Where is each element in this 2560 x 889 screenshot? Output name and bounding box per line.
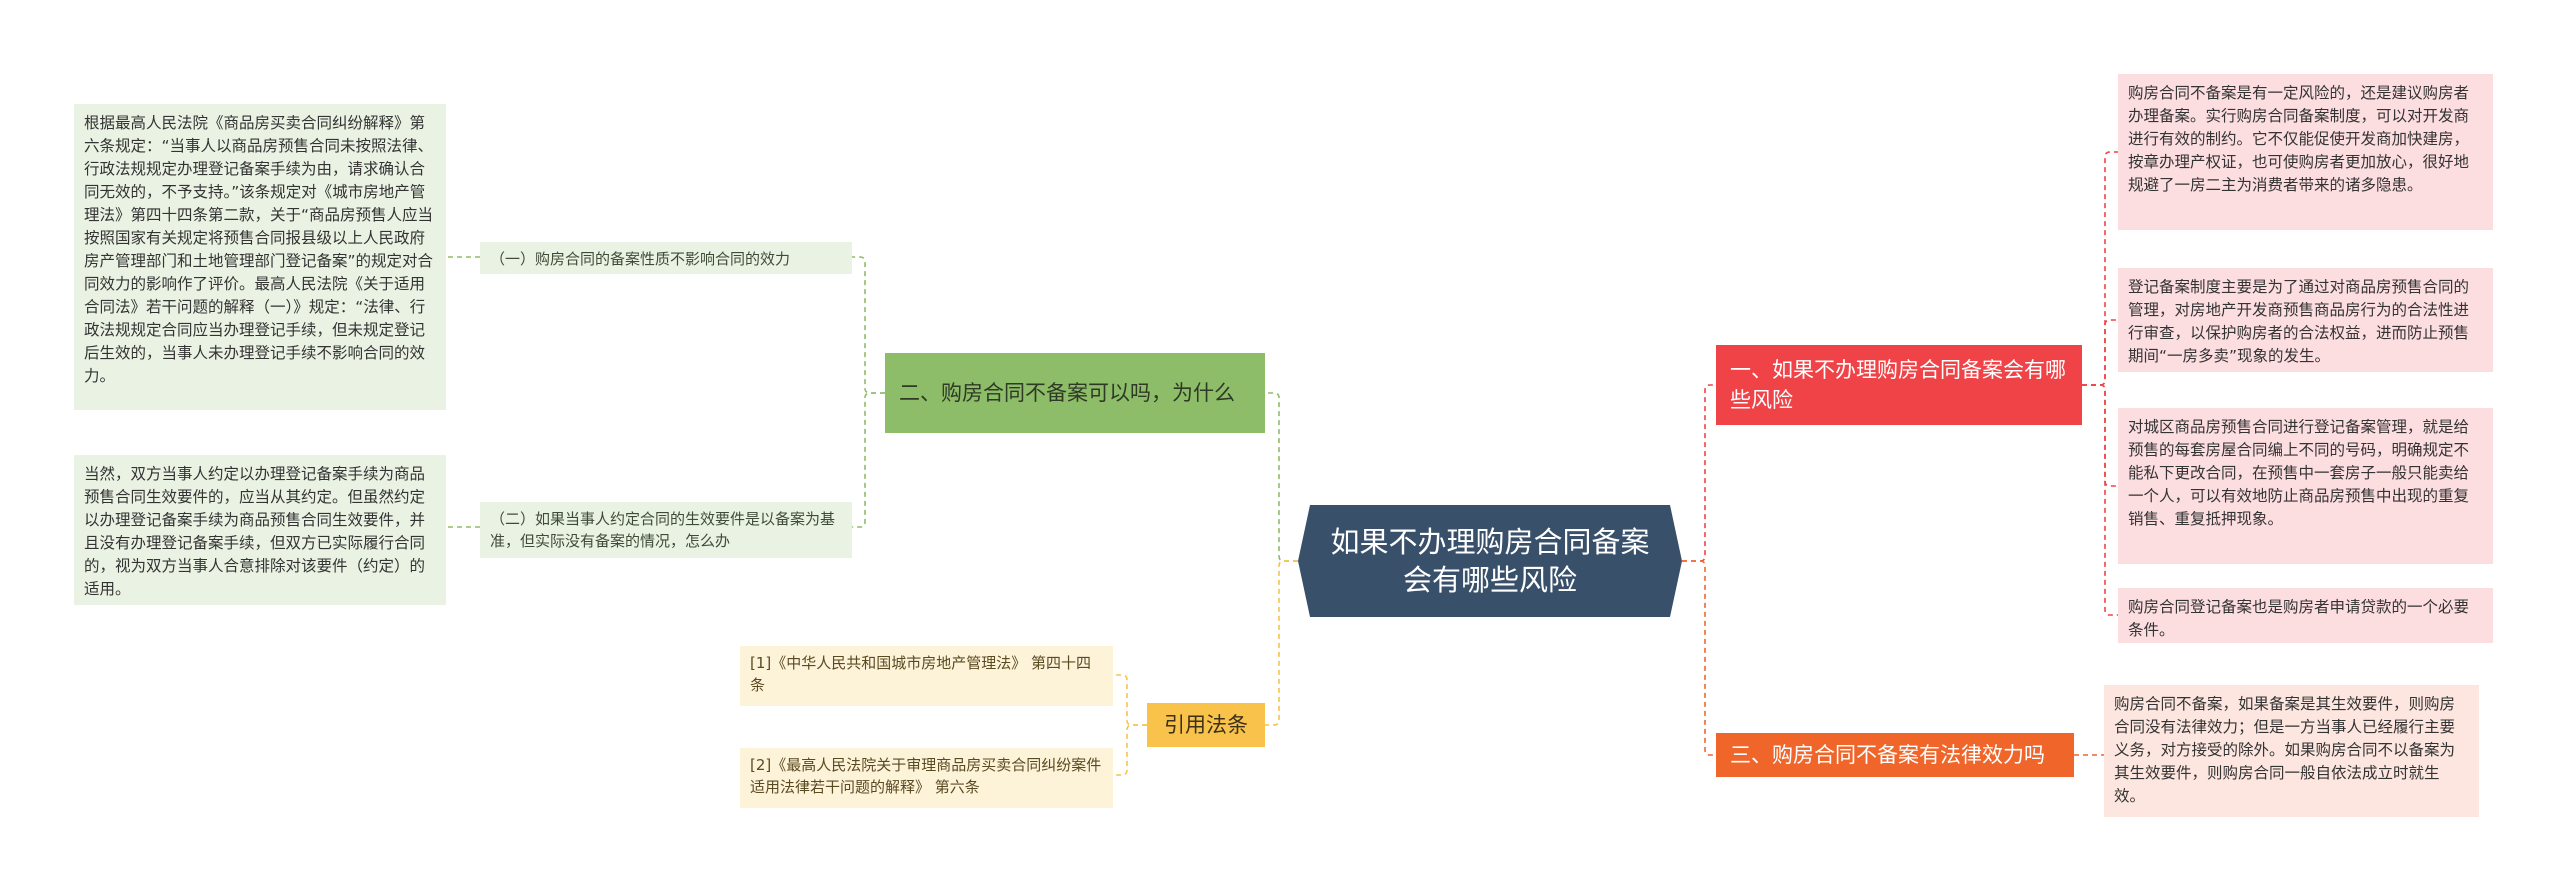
link-center-b1 — [1682, 384, 1716, 562]
branch-legal-effect-label: 三、购房合同不备案有法律效力吗 — [1730, 743, 2045, 767]
ref-item-2[interactable]: [2]《最高人民法院关于审理商品房买卖合同纠纷案件适用法律若干问题的解释》 第六… — [740, 748, 1113, 808]
leaf-risk-2-text: 登记备案制度主要是为了通过对商品房预售合同的管理，对房地产开发商预售商品房行为的… — [2128, 278, 2470, 365]
branch-risks[interactable]: 一、如果不办理购房合同备案会有哪些风险 — [1716, 345, 2082, 425]
link-b1-leaf2 — [2082, 319, 2118, 386]
sub-agreed-condition[interactable]: （二）如果当事人约定合同的生效要件是以备案为基准，但实际没有备案的情况，怎么办 — [480, 502, 852, 558]
leaf-risk-4[interactable]: 购房合同登记备案也是购房者申请贷款的一个必要条件。 — [2118, 588, 2493, 643]
leaf-legal-effect[interactable]: 购房合同不备案，如果备案是其生效要件，则购房合同没有法律效力；但是一方当事人已经… — [2104, 685, 2479, 817]
central-topic[interactable]: 如果不办理购房合同备案会有哪些风险 — [1298, 505, 1682, 617]
leaf-agreed-condition[interactable]: 当然，双方当事人约定以办理登记备案手续为商品预售合同生效要件的，应当从其约定。但… — [74, 455, 446, 605]
branch-necessity[interactable]: 二、购房合同不备案可以吗，为什么 — [885, 353, 1265, 433]
leaf-filing-nature-text: 根据最高人民法院《商品房买卖合同纠纷解释》第六条规定：“当事人以商品房预售合同未… — [84, 114, 434, 385]
ref-item-1[interactable]: [1]《中华人民共和国城市房地产管理法》 第四十四条 — [740, 646, 1113, 706]
link-center-ref — [1265, 560, 1298, 726]
leaf-filing-nature[interactable]: 根据最高人民法院《商品房买卖合同纠纷解释》第六条规定：“当事人以商品房预售合同未… — [74, 104, 446, 410]
sub-filing-nature[interactable]: （一）购房合同的备案性质不影响合同的效力 — [480, 242, 852, 274]
branch-cited-laws-label: 引用法条 — [1164, 713, 1248, 737]
leaf-risk-3-text: 对城区商品房预售合同进行登记备案管理，就是给预售的每套房屋合同编上不同的号码，明… — [2128, 418, 2470, 528]
leaf-risk-1-text: 购房合同不备案是有一定风险的，还是建议购房者办理备案。实行购房合同备案制度，可以… — [2128, 84, 2470, 194]
ref-item-1-text: [1]《中华人民共和国城市房地产管理法》 第四十四条 — [750, 654, 1092, 694]
leaf-risk-2[interactable]: 登记备案制度主要是为了通过对商品房预售合同的管理，对房地产开发商预售商品房行为的… — [2118, 268, 2493, 372]
link-center-b3 — [1682, 560, 1716, 756]
link-ref-item2 — [1113, 724, 1147, 776]
link-center-b2 — [1265, 392, 1298, 562]
branch-necessity-label: 二、购房合同不备案可以吗，为什么 — [899, 381, 1235, 405]
leaf-agreed-condition-text: 当然，双方当事人约定以办理登记备案手续为商品预售合同生效要件的，应当从其约定。但… — [84, 465, 426, 598]
leaf-risk-1[interactable]: 购房合同不备案是有一定风险的，还是建议购房者办理备案。实行购房合同备案制度，可以… — [2118, 74, 2493, 230]
central-topic-label: 如果不办理购房合同备案会有哪些风险 — [1330, 525, 1650, 597]
leaf-risk-4-text: 购房合同登记备案也是购房者申请贷款的一个必要条件。 — [2128, 598, 2470, 639]
sub-filing-nature-label: （一）购房合同的备案性质不影响合同的效力 — [490, 250, 791, 268]
sub-agreed-condition-label: （二）如果当事人约定合同的生效要件是以备案为基准，但实际没有备案的情况，怎么办 — [490, 510, 836, 550]
link-b1-leaf1 — [2082, 151, 2118, 386]
leaf-legal-effect-text: 购房合同不备案，如果备案是其生效要件，则购房合同没有法律效力；但是一方当事人已经… — [2114, 695, 2456, 805]
branch-risks-label: 一、如果不办理购房合同备案会有哪些风险 — [1730, 358, 2066, 412]
branch-legal-effect[interactable]: 三、购房合同不备案有法律效力吗 — [1716, 733, 2074, 777]
link-b2-sub1 — [852, 256, 885, 394]
link-b1-leaf3 — [2082, 384, 2118, 487]
leaf-risk-3[interactable]: 对城区商品房预售合同进行登记备案管理，就是给预售的每套房屋合同编上不同的号码，明… — [2118, 408, 2493, 564]
link-b2-sub2 — [852, 392, 885, 528]
link-b1-leaf4 — [2082, 384, 2118, 616]
ref-item-2-text: [2]《最高人民法院关于审理商品房买卖合同纠纷案件适用法律若干问题的解释》 第六… — [750, 756, 1102, 796]
link-ref-item1 — [1113, 674, 1147, 726]
branch-cited-laws[interactable]: 引用法条 — [1147, 703, 1265, 747]
